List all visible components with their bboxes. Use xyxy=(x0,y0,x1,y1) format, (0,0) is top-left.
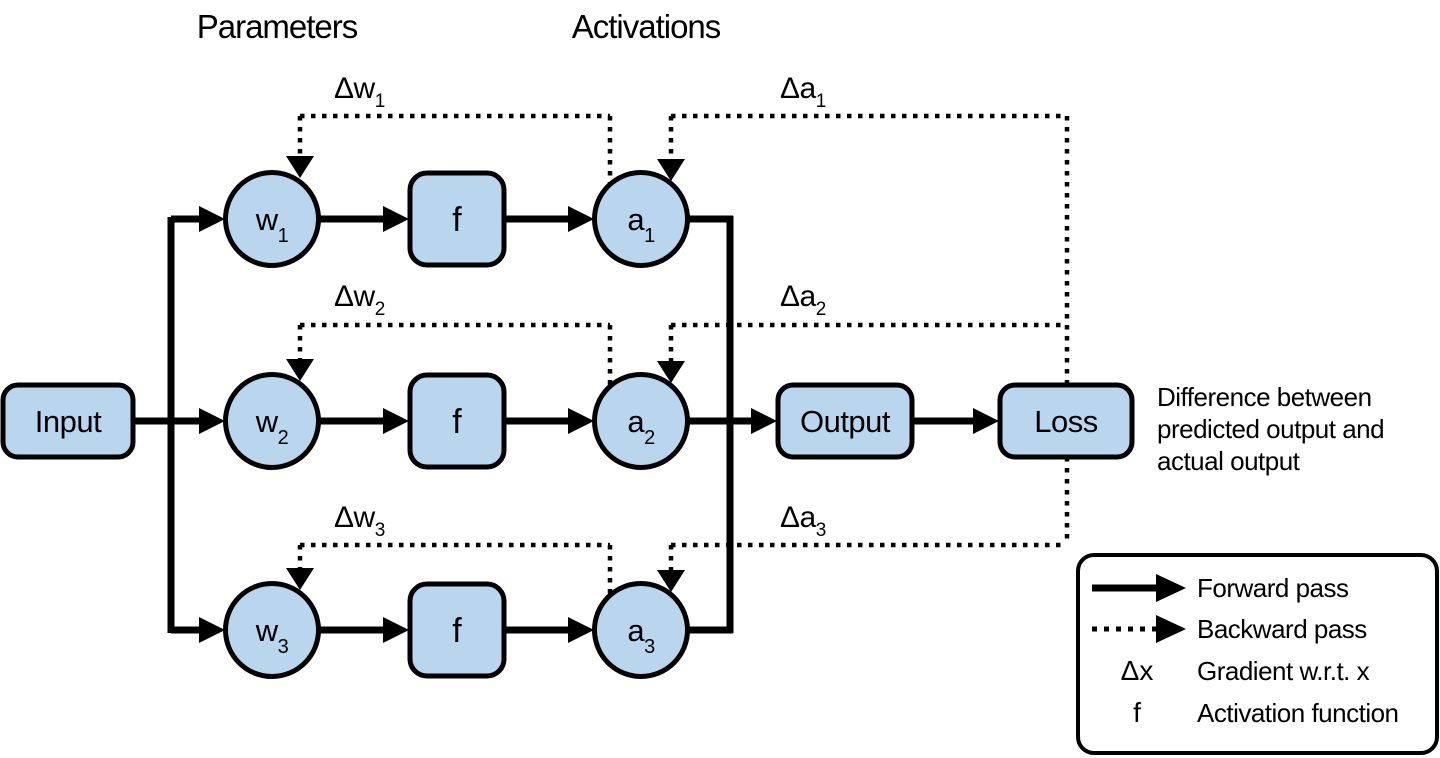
input-label: Input xyxy=(35,404,102,439)
a3-label: a3 xyxy=(627,613,655,658)
node-a2 xyxy=(592,372,690,470)
node-f1 xyxy=(407,170,507,268)
arrow-into-a3 xyxy=(568,617,594,643)
legend-activation-symbol: f xyxy=(1133,697,1141,728)
arrowheads xyxy=(199,156,999,643)
loss-label: Loss xyxy=(1034,404,1097,439)
a1-label: a1 xyxy=(627,202,655,247)
legend-backward-arrowhead xyxy=(1156,615,1186,643)
f1-label: f xyxy=(452,201,462,239)
node-a1 xyxy=(592,170,690,268)
legend-border xyxy=(1076,553,1439,755)
arrow-into-f3 xyxy=(383,617,409,643)
forward-pass-lines xyxy=(133,215,975,634)
da1-label: Δa1 xyxy=(780,72,826,112)
arrow-dw1-into-w1 xyxy=(286,156,314,178)
backward-pass-lines xyxy=(297,113,1070,597)
f2-label: f xyxy=(452,403,462,441)
input-box xyxy=(0,382,136,460)
loss-box xyxy=(997,382,1135,460)
node-w2 xyxy=(223,372,321,470)
arrow-da2-into-a2 xyxy=(657,361,685,383)
arrow-da3-into-a3 xyxy=(657,570,685,592)
loss-annotation: Difference between predicted output and … xyxy=(1157,382,1385,476)
dw2-label: Δw2 xyxy=(334,280,385,320)
node-w1 xyxy=(223,170,321,268)
arrow-into-w2 xyxy=(199,408,225,434)
node-a3 xyxy=(592,581,690,679)
dw3-label: Δw3 xyxy=(334,501,385,541)
arrow-dw3-into-w3 xyxy=(286,568,314,590)
node-f2 xyxy=(407,372,507,470)
arrow-da1-into-a1 xyxy=(657,159,685,181)
f3-label: f xyxy=(452,612,462,650)
activations-header: Activations xyxy=(572,8,721,45)
w2-label: w2 xyxy=(255,404,289,449)
annotation-line-1: Difference between xyxy=(1157,382,1372,412)
legend-gradient-symbol: Δx xyxy=(1121,655,1154,686)
arrow-into-w1 xyxy=(199,206,225,232)
w3-label: w3 xyxy=(255,613,289,658)
arrow-into-loss xyxy=(973,408,999,434)
dw1-label: Δw1 xyxy=(334,72,385,112)
legend: Forward pass Backward pass Δx Gradient w… xyxy=(1076,553,1439,755)
arrow-into-a2 xyxy=(568,408,594,434)
output-label: Output xyxy=(800,404,891,439)
legend-forward-label: Forward pass xyxy=(1197,573,1349,603)
w1-label: w1 xyxy=(255,202,289,247)
diagram-text: Parameters Activations Δw1 Δa1 Δw2 Δa2 Δ… xyxy=(35,8,1385,658)
annotation-line-3: actual output xyxy=(1157,446,1301,476)
legend-activation-label: Activation function xyxy=(1197,698,1399,728)
arrow-into-f1 xyxy=(383,206,409,232)
parameters-header: Parameters xyxy=(197,8,358,45)
da2-label: Δa2 xyxy=(780,280,826,320)
legend-forward-arrowhead xyxy=(1156,574,1186,602)
arrow-dw2-into-w2 xyxy=(286,359,314,381)
arrow-into-output xyxy=(751,408,777,434)
arrow-into-a1 xyxy=(568,206,594,232)
a2-label: a2 xyxy=(627,404,655,449)
node-w3 xyxy=(223,581,321,679)
output-box xyxy=(775,382,915,460)
node-f3 xyxy=(407,581,507,679)
annotation-line-2: predicted output and xyxy=(1157,414,1384,444)
arrow-into-w3 xyxy=(199,617,225,643)
da3-label: Δa3 xyxy=(780,501,826,541)
node-shapes xyxy=(0,170,1135,679)
legend-gradient-label: Gradient w.r.t. x xyxy=(1197,656,1370,686)
arrow-into-f2 xyxy=(383,408,409,434)
legend-backward-label: Backward pass xyxy=(1197,614,1367,644)
